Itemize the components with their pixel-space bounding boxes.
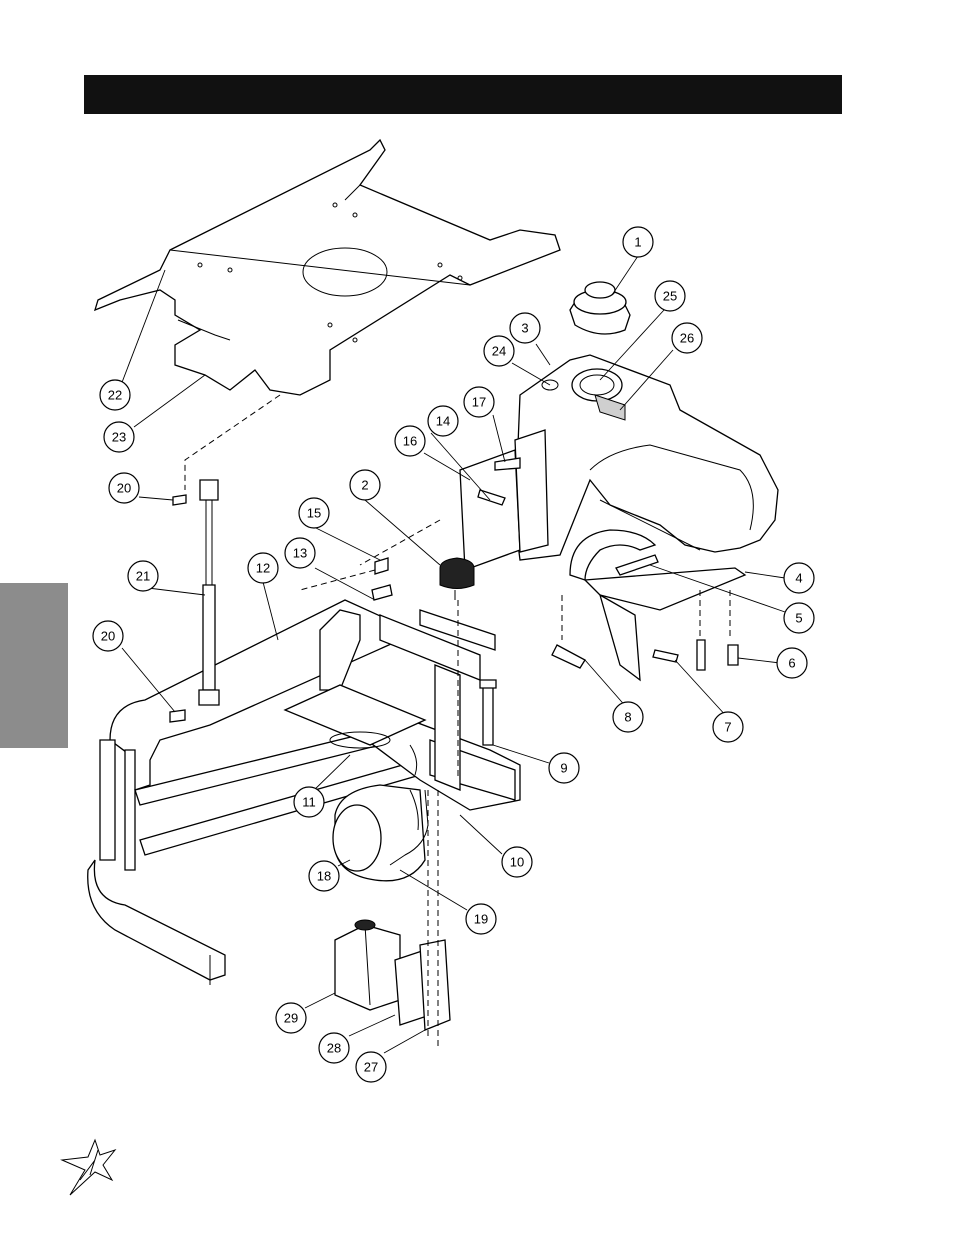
svg-text:14: 14 — [436, 414, 450, 429]
svg-text:11: 11 — [302, 795, 316, 810]
svg-text:1: 1 — [634, 235, 641, 250]
svg-text:29: 29 — [284, 1011, 298, 1026]
pump-bracket — [459, 429, 549, 571]
star-burst-logo-icon — [60, 1138, 117, 1196]
callout-14: 14 — [427, 405, 459, 437]
callout-17: 17 — [463, 386, 495, 418]
fuel-tank — [514, 354, 779, 561]
callout-4: 4 — [783, 562, 815, 594]
solenoid-module — [334, 919, 451, 1031]
callout-23: 23 — [103, 421, 135, 453]
svg-text:26: 26 — [680, 331, 694, 346]
seat-plate — [93, 138, 561, 396]
svg-text:6: 6 — [788, 656, 795, 671]
callout-21: 21 — [127, 560, 159, 592]
svg-text:3: 3 — [521, 321, 528, 336]
callout-26: 26 — [671, 322, 703, 354]
svg-text:10: 10 — [510, 855, 524, 870]
leader-lines — [120, 255, 786, 1054]
svg-text:27: 27 — [364, 1060, 378, 1075]
callout-3: 3 — [509, 312, 541, 344]
callout-20-lower: 20 — [92, 620, 124, 652]
callout-18: 18 — [308, 860, 340, 892]
fuel-filter — [332, 784, 426, 882]
svg-text:19: 19 — [474, 912, 488, 927]
header-bar — [84, 75, 842, 114]
svg-text:5: 5 — [795, 611, 802, 626]
svg-text:12: 12 — [256, 561, 270, 576]
svg-text:2: 2 — [361, 478, 368, 493]
callout-13: 13 — [284, 537, 316, 569]
alignment-lines — [184, 394, 731, 1050]
callout-15: 15 — [298, 497, 330, 529]
svg-text:20: 20 — [101, 629, 115, 644]
svg-text:16: 16 — [403, 434, 417, 449]
svg-text:25: 25 — [663, 289, 677, 304]
gas-strut — [198, 479, 220, 706]
callout-2: 2 — [349, 469, 381, 501]
fasteners — [169, 457, 739, 746]
callout-20-upper: 20 — [108, 472, 140, 504]
tank-bracket — [569, 529, 747, 682]
callout-9: 9 — [548, 752, 580, 784]
svg-text:18: 18 — [317, 869, 331, 884]
callout-5: 5 — [783, 602, 815, 634]
svg-text:21: 21 — [136, 569, 150, 584]
svg-text:17: 17 — [472, 395, 486, 410]
svg-text:7: 7 — [724, 720, 731, 735]
svg-text:4: 4 — [795, 571, 802, 586]
svg-text:22: 22 — [108, 388, 122, 403]
callout-1: 1 — [622, 226, 654, 258]
callout-6: 6 — [776, 647, 808, 679]
svg-text:24: 24 — [492, 344, 506, 359]
callout-28: 28 — [318, 1032, 350, 1064]
svg-text:23: 23 — [112, 430, 126, 445]
svg-text:15: 15 — [307, 506, 321, 521]
svg-text:13: 13 — [293, 546, 307, 561]
section-side-tab — [0, 583, 68, 748]
callout-24: 24 — [483, 335, 515, 367]
callout-19: 19 — [465, 903, 497, 935]
callout-11: 11 — [293, 786, 325, 818]
callout-25: 25 — [654, 280, 686, 312]
callout-16: 16 — [394, 425, 426, 457]
svg-text:28: 28 — [327, 1041, 341, 1056]
callout-7: 7 — [712, 711, 744, 743]
callout-8: 8 — [612, 701, 644, 733]
callout-29: 29 — [275, 1002, 307, 1034]
svg-text:8: 8 — [624, 710, 631, 725]
callout-27: 27 — [355, 1051, 387, 1083]
svg-text:9: 9 — [560, 761, 567, 776]
mount-knob — [439, 557, 475, 600]
callout-10: 10 — [501, 846, 533, 878]
callout-12: 12 — [247, 552, 279, 584]
callout-22: 22 — [99, 379, 131, 411]
mower-frame — [87, 599, 521, 985]
svg-text:20: 20 — [117, 481, 131, 496]
fuel-cap — [569, 281, 631, 335]
